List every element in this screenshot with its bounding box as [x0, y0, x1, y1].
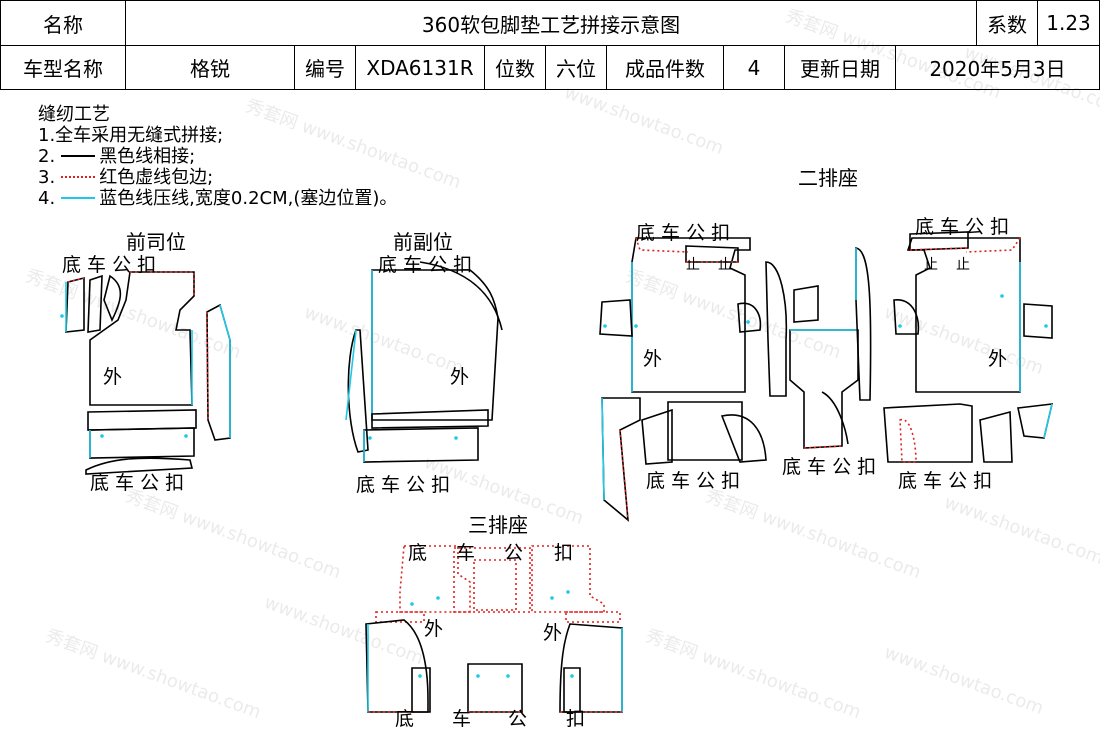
- code-value: XDA6131R: [355, 45, 485, 90]
- second-right-stop-label-1: 止: [924, 257, 938, 273]
- second-left-outer-label: 外: [643, 348, 663, 370]
- blue-line-sample: [61, 196, 96, 199]
- third-bottom-clip-char-1: 底: [395, 708, 415, 730]
- driver-outer-label: 外: [103, 366, 123, 388]
- passenger-top-clip-label: 底 车 公 扣: [378, 254, 473, 276]
- second-center-bottom-clip-label: 底 车 公 扣: [782, 456, 877, 478]
- second-left-bottom-clip-label: 底 车 公 扣: [646, 470, 741, 492]
- date-label: 更新日期: [784, 45, 896, 90]
- third-top-clip-char-3: 公: [504, 542, 524, 564]
- third-top-clip-char-1: 底: [408, 542, 428, 564]
- passenger-bottom-clip-label: 底 车 公 扣: [356, 474, 451, 496]
- section-front-driver: 前司位: [126, 230, 186, 254]
- third-bottom-clip-char-2: 车: [452, 708, 472, 730]
- third-outer-label-right: 外: [543, 622, 563, 644]
- note-item-4: 4. 蓝色线压线,宽度0.2CM,(塞边位置)。: [38, 188, 397, 209]
- third-top-clip-char-2: 车: [456, 542, 476, 564]
- date-value: 2020年5月3日: [895, 45, 1100, 90]
- note-item-2-prefix: 2.: [38, 146, 56, 167]
- second-left-top-clip-label: 底 车 公 扣: [636, 222, 731, 244]
- second-right-outer-label: 外: [988, 348, 1008, 370]
- second-right-bottom-clip-label: 底 车 公 扣: [898, 470, 993, 492]
- black-line-sample: [61, 154, 96, 157]
- note-item-3-prefix: 3.: [38, 167, 56, 188]
- second-right-stop-label-2: 止: [956, 257, 970, 273]
- coef-label: 系数: [976, 0, 1038, 46]
- notes-heading: 缝纫工艺: [38, 104, 110, 125]
- third-outer-label-left: 外: [424, 618, 444, 640]
- note-item-3: 3. 红色虚线包边;: [38, 167, 397, 188]
- red-dashed-sample: [61, 175, 96, 178]
- driver-top-clip-label: 底 车 公 扣: [62, 254, 157, 276]
- seat-label: 位数: [484, 45, 546, 90]
- note-item-2-text: 黑色线相接;: [99, 146, 196, 167]
- third-bottom-clip-char-3: 公: [508, 708, 528, 730]
- sewing-notes: 缝纫工艺 1.全车采用无缝式拼接; 2. 黑色线相接; 3. 红色虚线包边; 4. 蓝…: [38, 104, 397, 209]
- header-table: 名称 360软包脚垫工艺拼接示意图 系数 1.23 车型名称 格锐 编号 XDA…: [0, 0, 1100, 90]
- note-item-1: 1.全车采用无缝式拼接;: [38, 125, 224, 146]
- second-row-right-pieces: [855, 231, 1054, 463]
- pieces-label: 成品件数: [606, 45, 724, 90]
- passenger-outer-label: 外: [450, 366, 470, 388]
- note-item-2: 2. 黑色线相接;: [38, 146, 397, 167]
- section-third-row: 三排座: [468, 513, 528, 537]
- driver-bottom-clip-label: 底 车 公 扣: [90, 472, 185, 494]
- model-label: 车型名称: [0, 45, 126, 90]
- note-item-4-prefix: 4.: [38, 188, 56, 209]
- section-second-row: 二排座: [798, 166, 858, 190]
- third-bottom-clip-char-4: 扣: [566, 708, 586, 730]
- second-row-left-pieces: [599, 237, 819, 522]
- note-item-3-text: 红色虚线包边;: [99, 167, 214, 188]
- snap-points: [60, 294, 1048, 678]
- second-right-top-clip-label: 底 车 公 扣: [915, 216, 1010, 238]
- third-top-clip-char-4: 扣: [554, 542, 574, 564]
- front-driver-pieces: [65, 271, 231, 475]
- second-left-stop-label-2: 止: [718, 257, 732, 273]
- front-passenger-pieces: [345, 261, 503, 463]
- section-front-passenger: 前副位: [393, 230, 453, 254]
- second-row-center-pieces: [789, 329, 859, 449]
- third-row-pieces: [365, 545, 623, 713]
- note-item-4-text: 蓝色线压线,宽度0.2CM,(塞边位置)。: [99, 188, 398, 209]
- second-left-stop-label-1: 止: [686, 257, 700, 273]
- model-value: 格锐: [125, 45, 295, 90]
